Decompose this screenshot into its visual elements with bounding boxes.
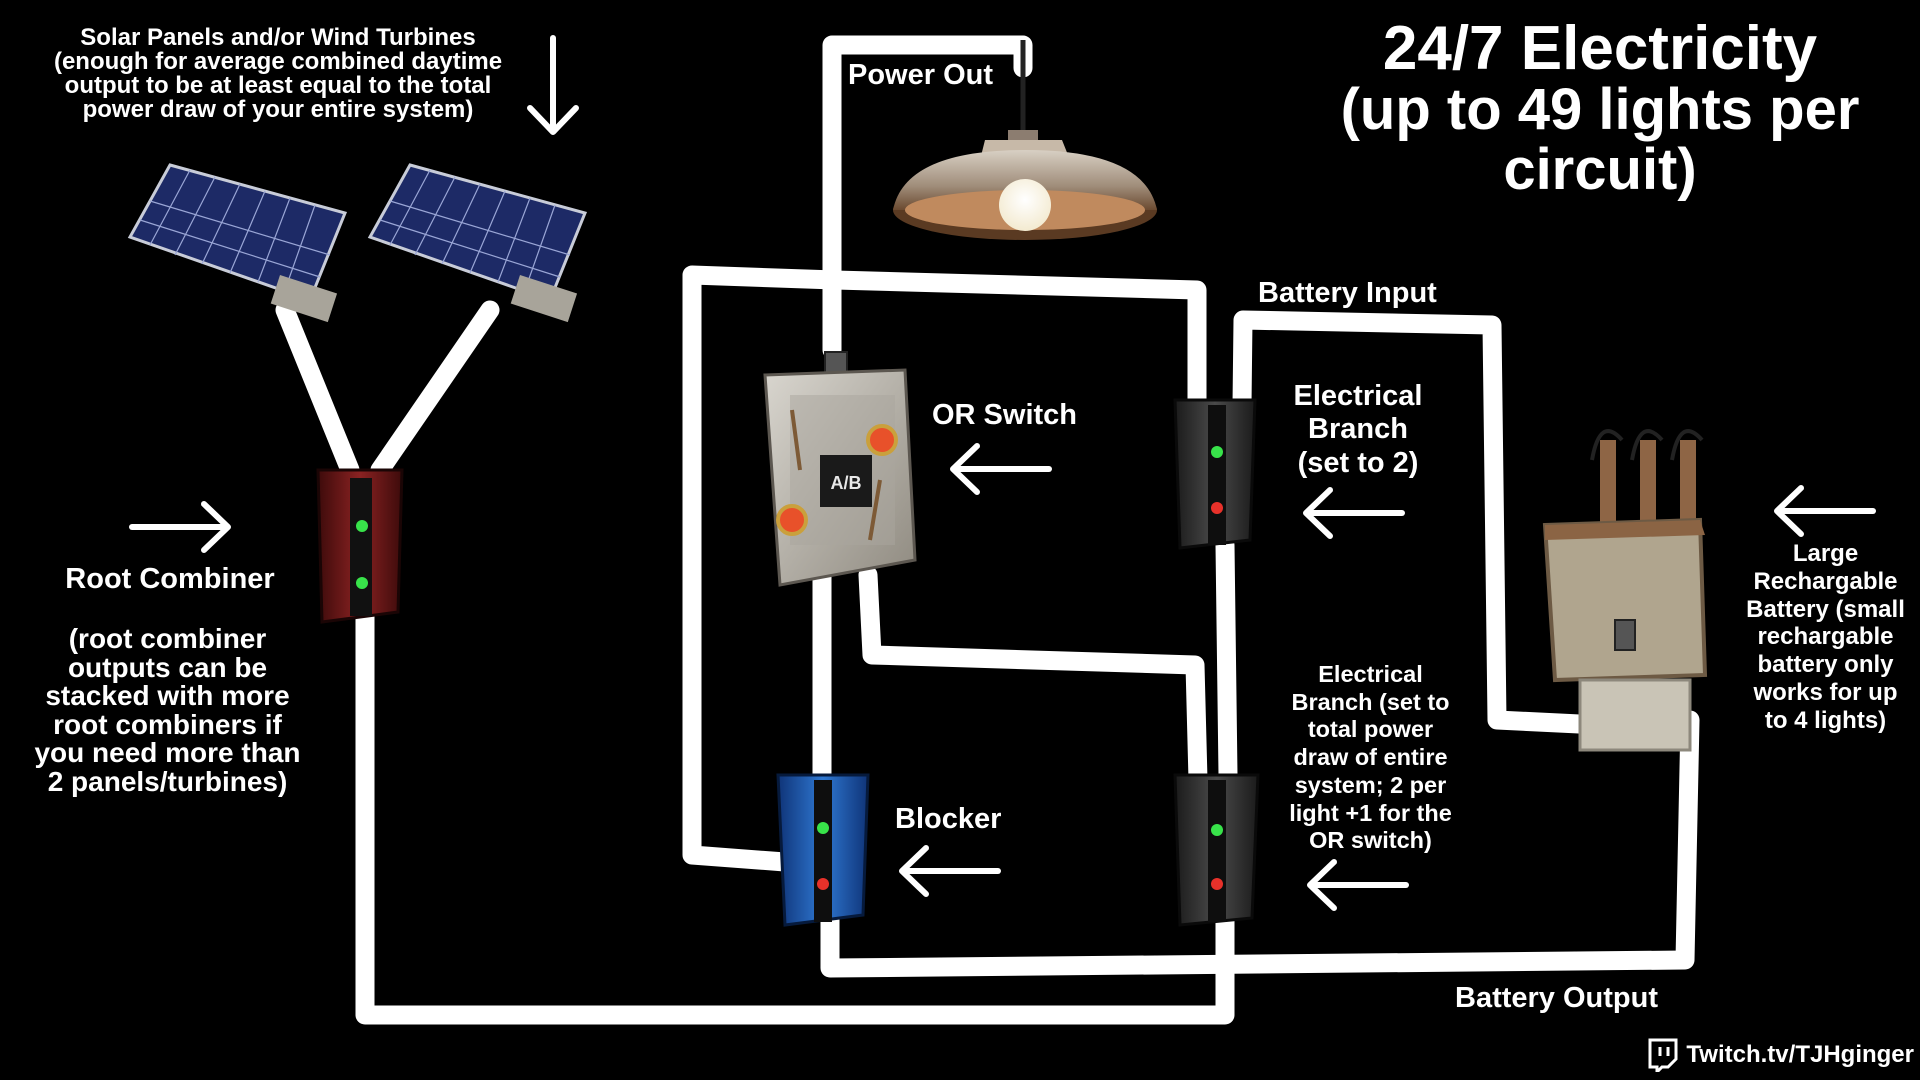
blocker-label: Blocker	[895, 803, 1002, 835]
solar-note-label: Solar Panels and/or Wind Turbines (enoug…	[53, 24, 503, 123]
root-combiner-label: Root Combiner	[65, 563, 275, 595]
electrical-branch-bottom-device	[1173, 773, 1260, 927]
arrow-left-icon	[899, 845, 1001, 897]
arrow-left-icon	[1774, 485, 1876, 537]
wire-top-branch-to-bottom-branch	[1215, 535, 1238, 785]
arrows	[129, 35, 1876, 911]
or-switch-device: A/B	[763, 351, 917, 587]
blocker-led-red	[817, 878, 829, 890]
twitch-icon	[1648, 1038, 1678, 1072]
wire-panel-right-to-combiner	[370, 300, 500, 480]
battery-note-label: Large Rechargable Battery (small recharg…	[1746, 540, 1905, 734]
blocker-device	[776, 773, 870, 927]
root-combiner-note-label: (root combiner outputs can be stacked wi…	[34, 623, 301, 797]
ceiling-lamp	[893, 40, 1157, 240]
arrow-right-icon	[129, 501, 231, 553]
wire-panel-left-to-combiner	[275, 300, 360, 480]
arrow-down-icon	[527, 35, 579, 135]
wires	[275, 35, 1700, 1025]
wire-left-loop	[682, 265, 845, 872]
page-title-line2: (up to 49 lights per circuit)	[1340, 77, 1860, 202]
or-switch-label: OR Switch	[932, 399, 1078, 431]
solar-panel-right	[367, 163, 588, 323]
root-combiner-led-2	[356, 577, 368, 589]
battery-input-label: Battery Input	[1258, 277, 1437, 309]
arrow-left-icon	[950, 443, 1052, 495]
page-title-line1: 24/7 Electricity	[1382, 14, 1818, 83]
branch-bottom-led-green	[1211, 824, 1223, 836]
root-combiner-device	[316, 468, 404, 624]
branch-bottom-led-red	[1211, 878, 1223, 890]
battery-output-label: Battery Output	[1455, 982, 1658, 1014]
electrical-branch-top-label: Electrical Branch (set to 2)	[1293, 380, 1423, 479]
electrical-branch-top-device	[1173, 398, 1257, 550]
wire-switch-to-bottom-branch	[858, 565, 1208, 790]
branch-top-led-green	[1211, 446, 1223, 458]
credit: Twitch.tv/TJHginger	[1646, 1038, 1914, 1072]
blocker-led-green	[817, 822, 829, 834]
or-switch-face-label: A/B	[831, 473, 862, 493]
power-out-label: Power Out	[848, 59, 994, 91]
arrow-left-icon	[1307, 859, 1409, 911]
arrow-left-icon	[1303, 487, 1405, 539]
wire-switch-to-top-branch	[825, 270, 1207, 410]
root-combiner-led-1	[356, 520, 368, 532]
solar-panel-left	[127, 163, 348, 323]
credit-label[interactable]: Twitch.tv/TJHginger	[1686, 1041, 1914, 1068]
wire-battery-input	[1232, 310, 1610, 735]
large-battery-device	[1542, 429, 1708, 752]
wire-blocker-to-battery-output	[820, 710, 1700, 978]
electrical-branch-bottom-label: Electrical Branch (set to total power dr…	[1289, 661, 1452, 854]
branch-top-led-red	[1211, 502, 1223, 514]
